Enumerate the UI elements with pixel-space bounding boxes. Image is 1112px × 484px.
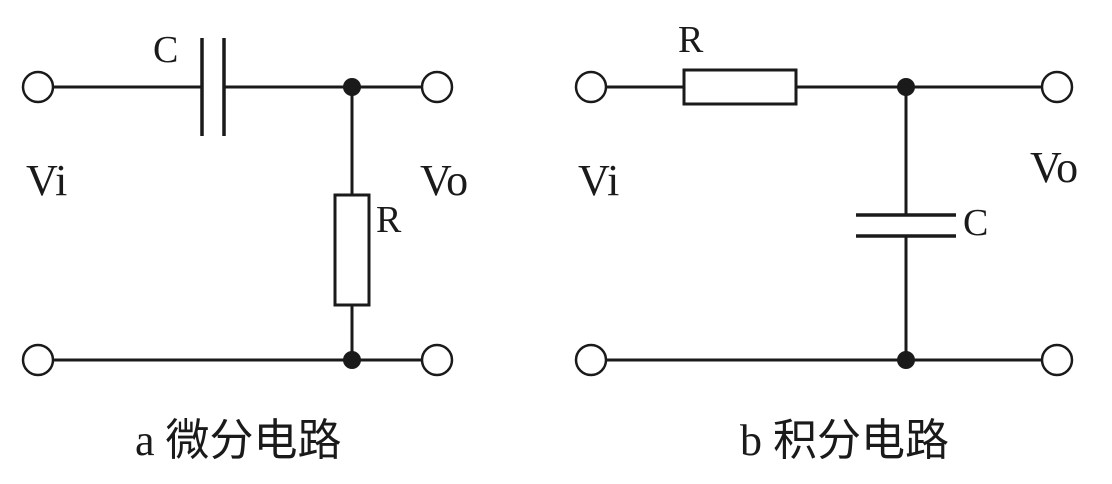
input-terminal-bottom xyxy=(574,343,608,377)
integrator-circuit: R C Vi Vo b 积分电路 xyxy=(574,19,1078,465)
junction-dot-bottom xyxy=(897,351,915,369)
input-voltage-label: Vi xyxy=(578,156,619,205)
junction-dot-bottom xyxy=(343,351,361,369)
output-terminal-top xyxy=(1040,70,1074,104)
series-capacitor-symbol xyxy=(200,38,226,136)
differentiator-caption: a 微分电路 xyxy=(135,416,342,465)
input-terminal-top xyxy=(574,70,608,104)
input-terminal-bottom xyxy=(21,343,55,377)
output-terminal-top xyxy=(420,70,454,104)
series-resistor-symbol xyxy=(682,68,798,106)
input-terminal-top xyxy=(21,70,55,104)
resistor-label: R xyxy=(376,199,402,241)
integrator-caption: b 积分电路 xyxy=(740,416,949,465)
shunt-resistor-symbol xyxy=(333,193,371,307)
capacitor-label: C xyxy=(153,29,178,71)
output-voltage-label: Vo xyxy=(1030,143,1078,192)
shunt-capacitor-symbol xyxy=(856,213,956,238)
input-voltage-label: Vi xyxy=(26,156,67,205)
resistor-label: R xyxy=(678,19,704,61)
output-voltage-label: Vo xyxy=(420,156,468,205)
capacitor-label: C xyxy=(963,202,988,244)
differentiator-circuit: C R Vi Vo a 微分电路 xyxy=(21,29,468,465)
output-terminal-bottom xyxy=(420,343,454,377)
output-terminal-bottom xyxy=(1040,343,1074,377)
junction-dot-top xyxy=(897,78,915,96)
junction-dot-top xyxy=(343,78,361,96)
